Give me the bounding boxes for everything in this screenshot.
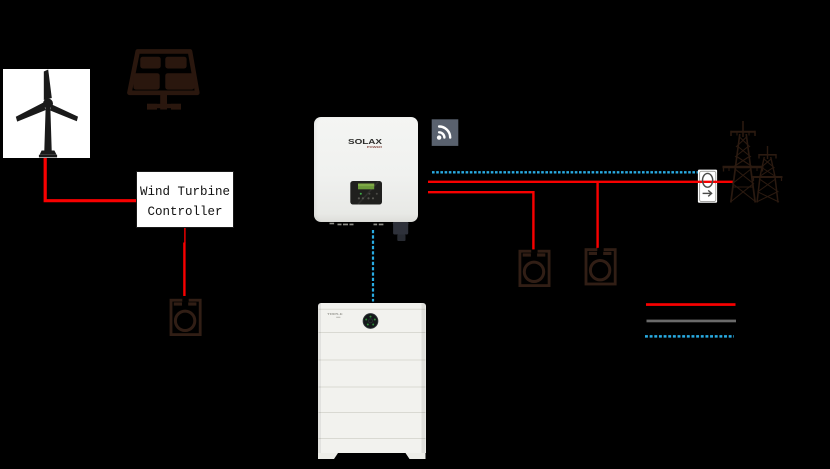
svg-text:TRIPLE: TRIPLE: [327, 311, 343, 315]
svg-text:POWER: POWER: [366, 145, 383, 149]
svg-text:SOLAX: SOLAX: [348, 137, 382, 146]
